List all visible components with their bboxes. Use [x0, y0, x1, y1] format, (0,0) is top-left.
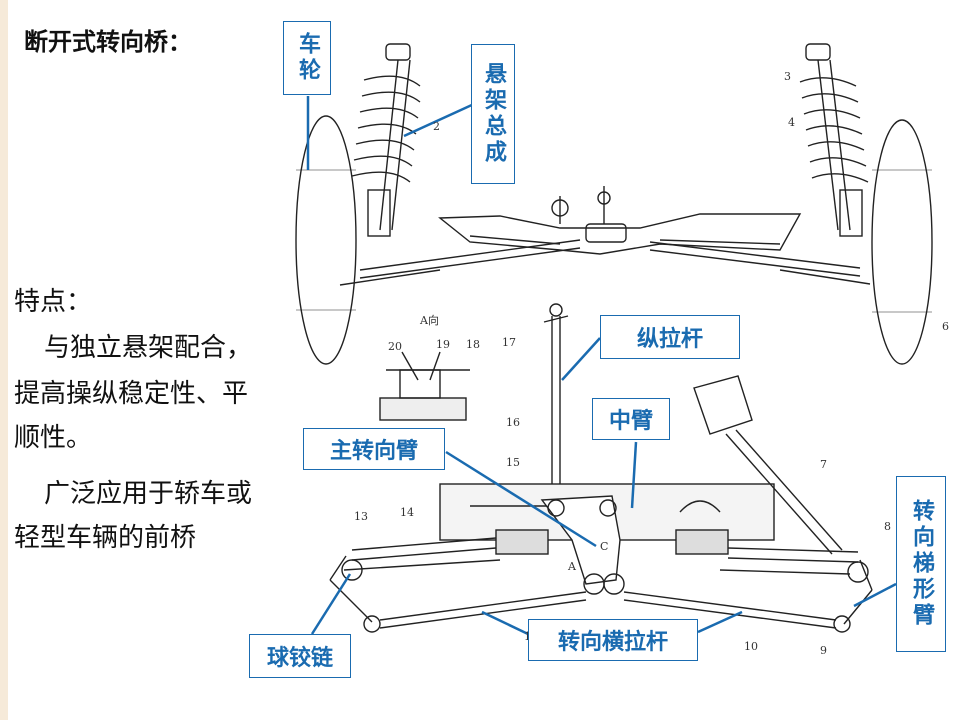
part-number-17: 17: [502, 336, 516, 349]
main-steering-arm-label: 主转向臂: [303, 428, 445, 470]
slide-title: 断开式转向桥：: [24, 28, 192, 56]
part-number-14: 14: [400, 506, 414, 519]
trapezoid-arm-label: 转向梯形臂: [896, 476, 946, 652]
transverse-tie-rods: [379, 591, 837, 629]
part-number-9: 9: [820, 644, 827, 657]
part-number-8: 8: [884, 520, 891, 533]
ball-joint-pointer: [310, 573, 352, 635]
suspension-pointer: [403, 102, 475, 138]
right-link-arms: [719, 547, 873, 633]
feature-line-4: 广泛应用于轿车或: [44, 479, 253, 509]
part-number-16: 16: [506, 416, 520, 429]
tie-rod-label: 转向横拉杆: [528, 619, 698, 661]
trapezoid-arm-pointer: [853, 582, 897, 608]
tie-rod-pointer-right: [697, 610, 743, 634]
middle-arm-pointer: [630, 441, 638, 509]
part-letter-c: C: [600, 540, 608, 553]
ball-joint-label: 球铰链: [249, 634, 351, 678]
part-number-18: 18: [466, 338, 480, 351]
part-number-2: 2: [433, 120, 440, 133]
features-heading: 特点：: [14, 287, 93, 317]
part-number-15: 15: [506, 456, 520, 469]
view-a-label: A向: [419, 313, 439, 327]
drag-link-pointer: [561, 337, 601, 381]
left-wheel: [295, 115, 357, 365]
upper-tie-rods: [339, 239, 871, 286]
part-number-10: 10: [744, 640, 758, 653]
part-number-13: 13: [354, 510, 368, 523]
drag-link-label: 纵拉杆: [600, 315, 740, 359]
idler-arm: [693, 375, 843, 555]
part-number-19: 19: [436, 338, 450, 351]
feature-line-1: 与独立悬架配合，: [44, 333, 253, 363]
right-suspension-strut: [799, 43, 869, 237]
main-arm-pointer: [445, 450, 597, 548]
part-number-6: 6: [942, 320, 949, 333]
middle-arm-label: 中臂: [592, 398, 670, 440]
decorative-stripe: [0, 0, 8, 720]
left-link-arms: [329, 537, 501, 633]
right-wheel: [871, 119, 933, 365]
wheel-label: 车轮: [283, 21, 331, 95]
part-number-7: 7: [820, 458, 827, 471]
part-letter-a: A: [567, 560, 577, 573]
part-number-20: 20: [388, 340, 402, 353]
steering-gear-center: [551, 186, 627, 243]
a-view-detail: [379, 351, 470, 421]
feature-line-2: 提高操纵稳定性、平: [14, 379, 249, 409]
part-number-3: 3: [784, 70, 791, 83]
suspension-label: 悬架总成: [471, 44, 515, 184]
tie-rod-pointer-left: [481, 610, 529, 636]
feature-line-3: 顺性。: [14, 423, 93, 453]
feature-line-5: 轻型车辆的前桥: [14, 523, 197, 553]
subframe: [438, 213, 802, 255]
left-suspension-strut: [351, 43, 421, 237]
drag-link-rod: [543, 303, 569, 500]
middle-arm-plate: [540, 495, 625, 595]
part-number-4: 4: [788, 116, 795, 129]
